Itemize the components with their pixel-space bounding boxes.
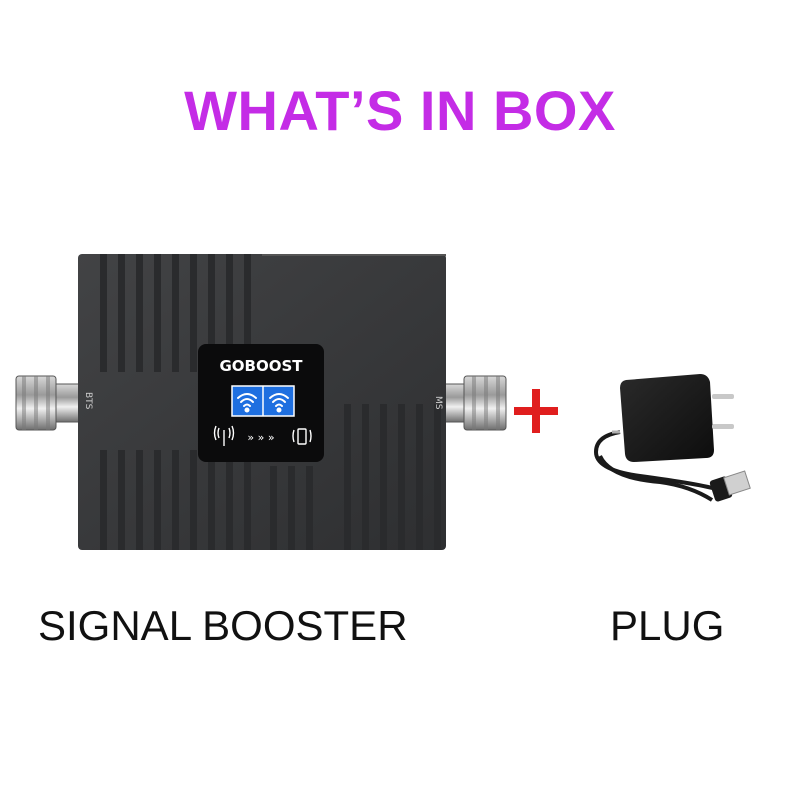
arrow-indicators: » » » <box>247 431 274 444</box>
antenna-icon <box>213 425 235 446</box>
port-label-ms: MS <box>433 396 443 410</box>
phone-icon <box>292 428 312 445</box>
port-label-bts: BTS <box>83 392 93 410</box>
power-plug <box>593 374 751 502</box>
brand-logo-text: GOBOOST <box>219 357 303 375</box>
signal-booster-device: BTS MS GOBOOST » » » <box>78 254 446 550</box>
right-connector <box>443 375 507 431</box>
item-label-plug: PLUG <box>610 602 725 649</box>
wifi-icon <box>237 393 289 413</box>
left-connector <box>15 375 81 431</box>
item-label-signal-booster: SIGNAL BOOSTER <box>38 602 408 649</box>
plus-icon <box>514 389 558 433</box>
page-title: WHAT’S IN BOX <box>184 79 616 142</box>
